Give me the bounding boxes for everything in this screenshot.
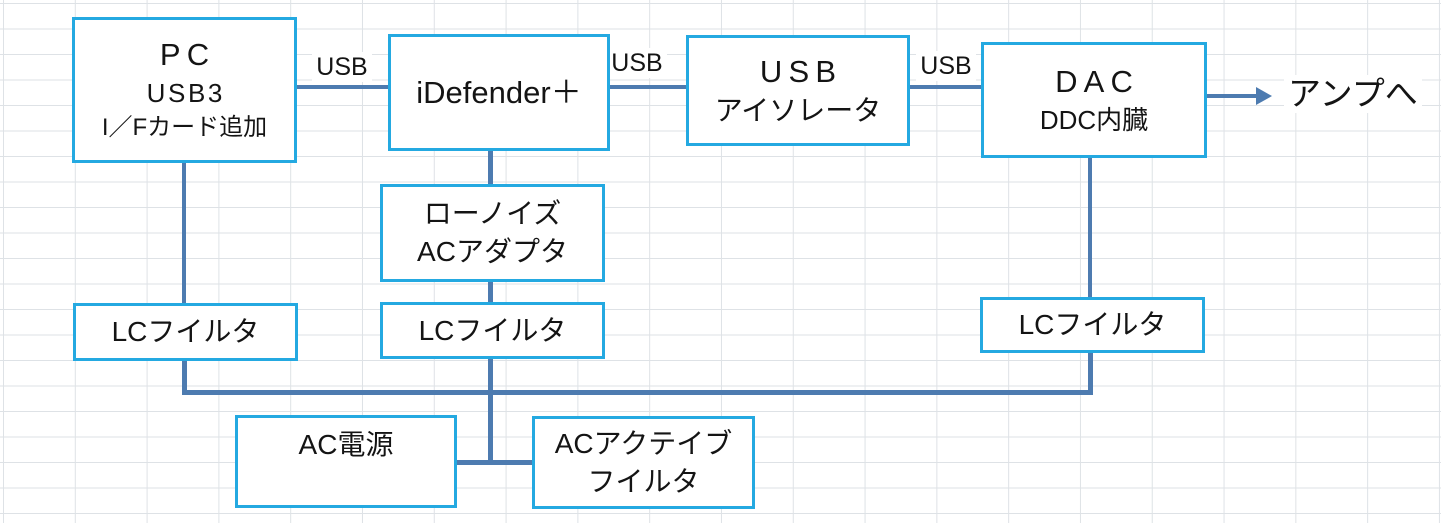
connector-adapter-to-lc-mid [488,282,493,303]
connector-lc-mid-to-ac-junction [488,358,493,464]
node-lc-filter-mid[interactable]: LCフイルタ [380,302,605,359]
connector-pc-to-idefender [297,85,388,89]
connector-idefender-to-adapter [488,151,493,184]
node-dac-title: DAC [1055,64,1140,99]
node-pc-subtitle-ifcard: I／Fカード追加 [101,114,268,141]
connector-idefender-to-isolator [610,85,686,89]
node-pc-title: PC [159,37,216,72]
node-usb-isolator[interactable]: USB アイソレータ [686,35,910,146]
node-pc[interactable]: PC USB3 I／Fカード追加 [72,17,297,163]
node-ac-power-label: AC電源 [298,429,394,460]
node-lc-filter-right[interactable]: LCフイルタ [980,297,1205,353]
node-lc-filter-mid-label: LCフイルタ [418,314,567,346]
node-idefender-title: iDefender＋ [416,74,582,110]
node-lc-filter-left[interactable]: LCフイルタ [73,303,298,361]
to-amp-label: アンプへ [1284,75,1422,113]
node-ac-active-filter[interactable]: ACアクテイブ フイルタ [532,416,755,509]
node-pc-subtitle-usb3: USB3 [146,78,225,108]
node-dac[interactable]: DAC DDC内臓 [981,42,1207,158]
connector-lc-right-to-bus [1088,353,1093,394]
node-dac-subtitle-ddc: DDC内臓 [1039,105,1149,135]
usb-label-idefender-isolator: USB [607,48,667,78]
connector-dac-to-lc-right [1088,158,1092,297]
connector-pc-to-lc-left [182,163,186,303]
node-low-noise-line1: ローノイズ [423,198,562,229]
connector-ac-power-to-ac-active-filter [457,460,532,465]
node-lc-filter-right-label: LCフイルタ [1018,309,1167,340]
node-usb-isolator-title: USB [759,53,843,89]
usb-label-isolator-dac: USB [916,51,976,81]
node-idefender[interactable]: iDefender＋ [388,34,610,151]
connector-isolator-to-dac [910,85,981,89]
to-amp-arrowhead-icon [1256,87,1272,105]
connector-lc-left-to-bus [182,361,187,394]
node-ac-active-filter-line1: ACアクテイブ [554,427,733,459]
node-low-noise-line2: ACアダプタ [417,236,568,267]
node-usb-isolator-subtitle: アイソレータ [714,94,882,126]
power-bus-line [182,390,1093,395]
node-ac-power[interactable]: AC電源 [235,415,457,508]
connector-dac-to-amp-shaft [1207,94,1258,98]
usb-label-pc-idefender: USB [312,52,372,82]
node-lc-filter-left-label: LCフイルタ [111,316,260,347]
node-ac-active-filter-line2: フイルタ [587,465,700,497]
node-low-noise-ac-adapter[interactable]: ローノイズ ACアダプタ [380,184,605,282]
